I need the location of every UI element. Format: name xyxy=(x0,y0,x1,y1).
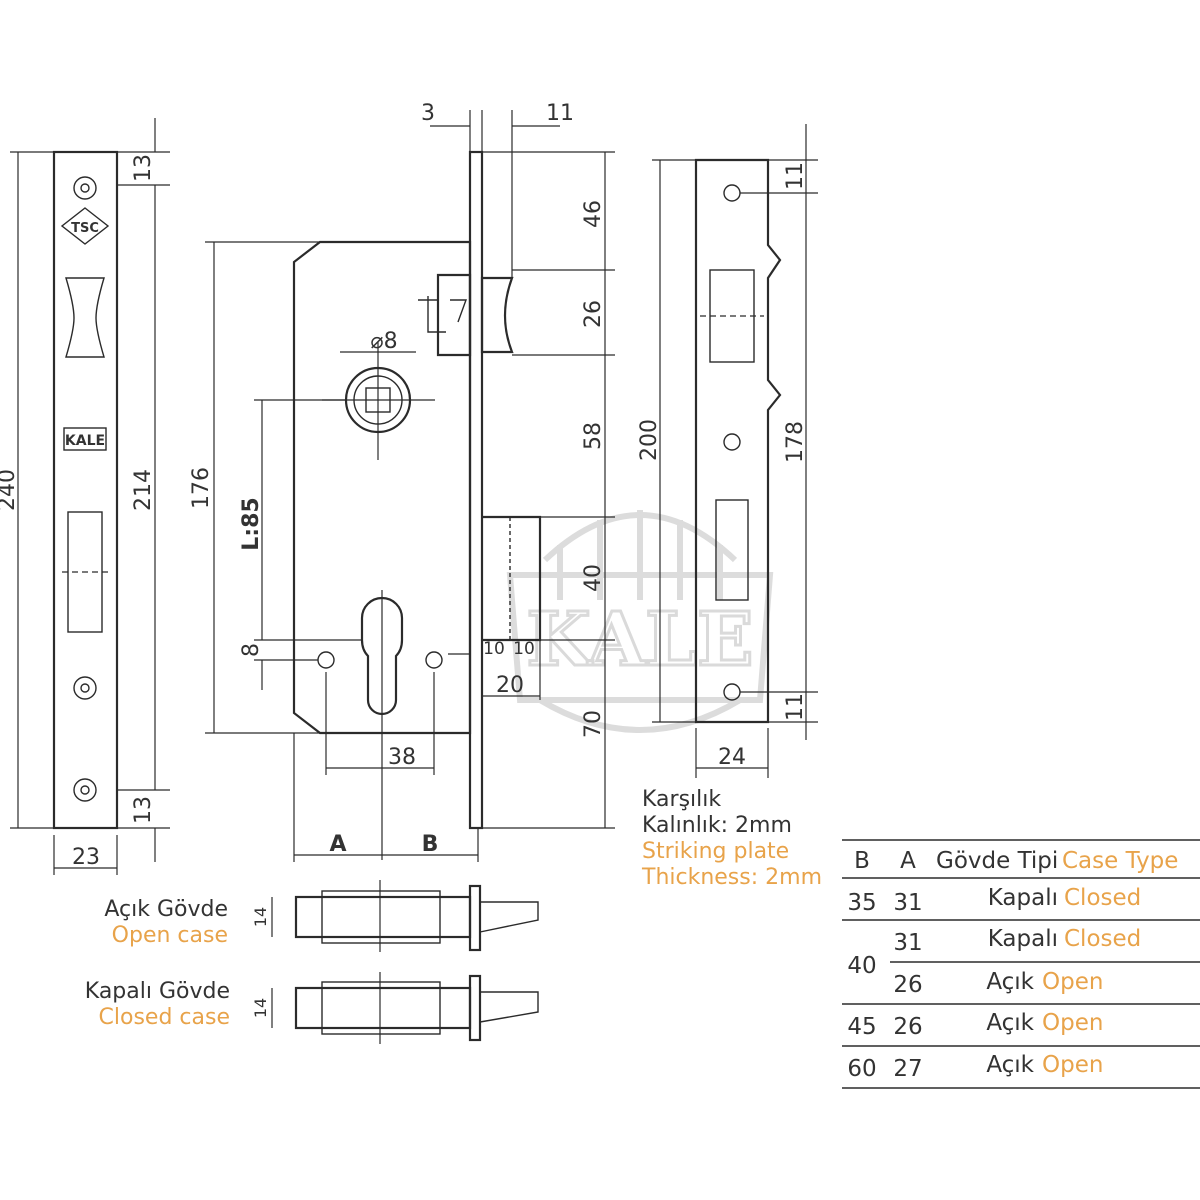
closed-case-label-en: Closed case xyxy=(99,1005,230,1030)
dim-46: 46 xyxy=(581,200,606,228)
closed-case-section: 14 xyxy=(251,972,539,1044)
dim-24: 24 xyxy=(718,745,746,770)
case-labels: Açık Gövde Open case Kapalı Gövde Closed… xyxy=(85,897,230,1030)
row-4-a: 26 xyxy=(893,1014,922,1040)
row-2-tr: Kapalı xyxy=(988,926,1058,952)
table-header-a: A xyxy=(900,848,916,874)
dim-13-bottom: 13 xyxy=(131,796,156,824)
dim-13-top: 13 xyxy=(131,154,156,182)
strike-label-en-2: Thickness: 2mm xyxy=(641,865,822,890)
dim-B: B xyxy=(422,832,439,857)
strike-dimensions: 200 11 178 11 24 xyxy=(637,124,818,778)
dim-23: 23 xyxy=(72,845,100,870)
row-4-tr: Açık xyxy=(986,1010,1034,1036)
dim-8: 8 xyxy=(239,643,264,657)
dim-14-open: 14 xyxy=(251,907,270,927)
dim-240: 240 xyxy=(0,469,20,511)
dim-40: 40 xyxy=(581,564,606,592)
lock-body xyxy=(292,150,542,860)
dim-diameter-8: ⌀8 xyxy=(370,329,397,354)
open-case-label-tr: Açık Gövde xyxy=(104,897,228,922)
body-dimensions: 3 11 46 26 58 40 70 176 L:85 8 ⌀8 10 xyxy=(189,101,615,862)
kale-logo: KALE xyxy=(65,433,105,449)
row-3-a: 26 xyxy=(893,972,922,998)
dim-20: 20 xyxy=(496,673,524,698)
front-dimensions: 240 214 13 13 23 xyxy=(0,118,170,875)
table-header-type-tr: Gövde Tipi xyxy=(936,848,1058,874)
row-5-a: 27 xyxy=(893,1056,922,1082)
row-3-tr: Açık xyxy=(986,969,1034,995)
striking-plate xyxy=(694,158,782,724)
dim-58: 58 xyxy=(581,422,606,450)
strike-plate-labels: Karşılık Kalınlık: 2mm Striking plate Th… xyxy=(641,787,822,890)
dim-10-b: 10 xyxy=(513,639,535,659)
strike-label-en-1: Striking plate xyxy=(642,839,789,864)
case-type-table: B A Gövde Tipi Case Type 35 31 Kapalı Cl… xyxy=(842,839,1200,1089)
row-1-en: Closed xyxy=(1064,885,1141,911)
row-3-en: Open xyxy=(1042,969,1103,995)
dim-A: A xyxy=(329,832,346,857)
row-4-b: 45 xyxy=(847,1014,876,1040)
open-case-label-en: Open case xyxy=(112,923,228,948)
dim-14-closed: 14 xyxy=(251,998,270,1018)
row-1-tr: Kapalı xyxy=(988,885,1058,911)
table-header-type-en: Case Type xyxy=(1062,848,1178,874)
row-2-en: Closed xyxy=(1064,926,1141,952)
open-case-section: 14 xyxy=(251,880,539,952)
dim-178: 178 xyxy=(783,421,808,463)
dim-200: 200 xyxy=(637,419,662,461)
row-4-en: Open xyxy=(1042,1010,1103,1036)
dim-214: 214 xyxy=(131,469,156,511)
dim-11-bottom: 11 xyxy=(783,693,808,721)
kale-watermark: KALE xyxy=(506,510,774,733)
strike-label-tr-1: Karşılık xyxy=(642,787,721,812)
row-1-a: 31 xyxy=(893,890,922,916)
dim-3: 3 xyxy=(421,101,435,126)
row-5-en: Open xyxy=(1042,1052,1103,1078)
dim-10-a: 10 xyxy=(483,639,505,659)
row-5-tr: Açık xyxy=(986,1052,1034,1078)
dim-176: 176 xyxy=(189,467,214,509)
row-2-a: 31 xyxy=(893,930,922,956)
dim-11: 11 xyxy=(546,101,574,126)
row-5-b: 60 xyxy=(847,1056,876,1082)
dim-11-top: 11 xyxy=(783,162,808,190)
dim-26: 26 xyxy=(581,300,606,328)
front-faceplate: TSC KALE xyxy=(52,150,119,830)
strike-label-tr-2: Kalınlık: 2mm xyxy=(642,813,792,838)
table-header-b: B xyxy=(854,848,870,874)
tsc-logo: TSC xyxy=(71,221,99,236)
row-1-b: 35 xyxy=(847,890,876,916)
dim-70: 70 xyxy=(581,710,606,738)
dim-L85: L:85 xyxy=(239,497,264,550)
dim-38: 38 xyxy=(388,745,416,770)
closed-case-label-tr: Kapalı Gövde xyxy=(85,979,230,1004)
row-2-b: 40 xyxy=(847,953,876,979)
